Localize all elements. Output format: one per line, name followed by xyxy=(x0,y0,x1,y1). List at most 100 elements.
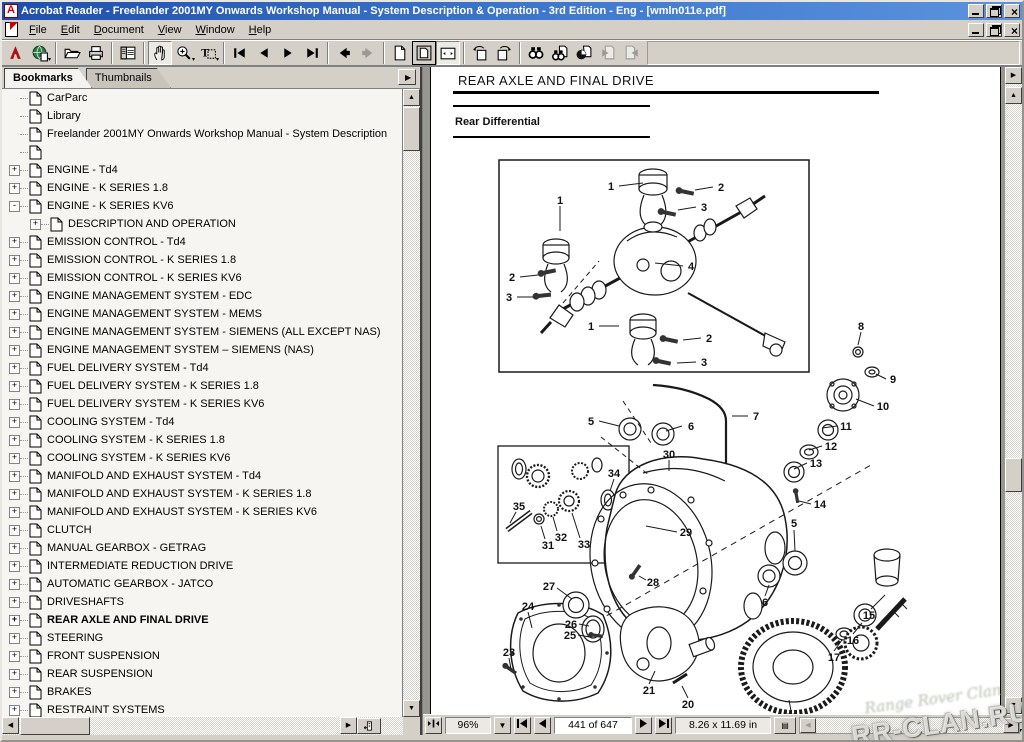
menu-edit[interactable]: Edit xyxy=(60,23,80,36)
status-next-page-icon[interactable] xyxy=(635,716,652,734)
expand-plus-icon[interactable]: + xyxy=(9,308,20,320)
bookmark-item[interactable]: +MANUAL GEARBOX - GETRAG xyxy=(2,539,402,557)
bookmark-item[interactable]: +FUEL DELIVERY SYSTEM - K SERIES 1.8 xyxy=(2,377,402,395)
status-last-page-icon[interactable] xyxy=(655,716,672,734)
bookmark-item[interactable]: +ENGINE MANAGEMENT SYSTEM - EDC xyxy=(2,287,402,305)
expand-plus-icon[interactable]: + xyxy=(9,182,20,194)
bookmark-item[interactable]: +EMISSION CONTROL - Td4 xyxy=(2,233,402,251)
expand-plus-icon[interactable]: + xyxy=(9,434,20,446)
title-bar[interactable]: Acrobat Reader - Freelander 2001MY Onwar… xyxy=(2,2,1022,20)
menu-view[interactable]: View xyxy=(157,23,182,36)
menu-document[interactable]: Document xyxy=(93,23,144,36)
tab-bookmarks[interactable]: Bookmarks xyxy=(4,68,92,88)
close-button[interactable] xyxy=(1004,4,1020,18)
adobe-reader-logo-icon[interactable] xyxy=(4,41,28,65)
scroll-down-icon[interactable]: ▼ xyxy=(403,700,420,717)
expand-plus-icon[interactable]: + xyxy=(9,380,20,392)
bookmark-item[interactable]: +DRIVESHAFTS xyxy=(2,593,402,611)
minimize-button[interactable] xyxy=(968,4,984,18)
bookmark-item[interactable]: +REAR SUSPENSION xyxy=(2,665,402,683)
restore-button[interactable] xyxy=(986,4,1002,18)
scroll-left-icon[interactable]: ◀ xyxy=(2,717,19,734)
doc-scroll-up-icon[interactable]: ▲ xyxy=(1005,87,1022,104)
find-icon[interactable] xyxy=(524,41,548,65)
scroll-right-icon[interactable]: ▶ xyxy=(340,717,357,734)
bookmark-item[interactable]: +FUEL DELIVERY SYSTEM - Td4 xyxy=(2,359,402,377)
menu-file[interactable]: File xyxy=(29,23,47,36)
tab-thumbnails[interactable]: Thumbnails xyxy=(86,68,171,88)
bookmark-item[interactable]: +DESCRIPTION AND OPERATION xyxy=(2,215,402,233)
expand-plus-icon[interactable]: + xyxy=(9,326,20,338)
expand-plus-icon[interactable]: + xyxy=(9,236,20,248)
expand-plus-icon[interactable]: + xyxy=(9,614,20,626)
bookmark-item[interactable]: Freelander 2001MY Onwards Workshop Manua… xyxy=(2,125,402,143)
bookmark-item[interactable]: +COOLING SYSTEM - K SERIES 1.8 xyxy=(2,431,402,449)
acrobat-online-icon[interactable]: ▾ xyxy=(28,41,52,65)
zoom-level[interactable]: 96% xyxy=(445,716,491,734)
collapse-minus-icon[interactable]: - xyxy=(9,200,20,212)
sidebar-scroll-thumb[interactable] xyxy=(403,107,420,151)
expand-plus-icon[interactable]: + xyxy=(9,416,20,428)
doc-scroll-down-icon[interactable]: ▼ xyxy=(1005,697,1022,714)
bookmark-item[interactable]: +RESTRAINT SYSTEMS xyxy=(2,701,402,717)
splitter-toggle-icon[interactable] xyxy=(425,716,442,734)
bookmark-item[interactable]: +BRAKES xyxy=(2,683,402,701)
expand-plus-icon[interactable]: + xyxy=(9,452,20,464)
bookmark-item[interactable]: +CLUTCH xyxy=(2,521,402,539)
next-page-icon[interactable] xyxy=(276,41,300,65)
doc-scroll-left-icon[interactable]: ◀ xyxy=(800,717,816,733)
search-results-icon[interactable] xyxy=(572,41,596,65)
bookmark-item[interactable]: +EMISSION CONTROL - K SERIES KV6 xyxy=(2,269,402,287)
expand-plus-icon[interactable]: + xyxy=(9,164,20,176)
zoom-tool-icon[interactable]: ▾ xyxy=(172,41,196,65)
doc-scroll-thumb[interactable] xyxy=(1005,458,1022,492)
bookmark-item[interactable]: +COOLING SYSTEM - K SERIES KV6 xyxy=(2,449,402,467)
expand-plus-icon[interactable]: + xyxy=(9,560,20,572)
bookmark-item[interactable]: +ENGINE - Td4 xyxy=(2,161,402,179)
previous-highlight-icon[interactable] xyxy=(596,41,620,65)
fit-width-icon[interactable] xyxy=(436,41,460,65)
expand-plus-icon[interactable]: + xyxy=(30,218,41,230)
expand-plus-icon[interactable]: + xyxy=(9,506,20,518)
expand-plus-icon[interactable]: + xyxy=(9,470,20,482)
menu-window[interactable]: Window xyxy=(195,23,235,36)
pane-arrow-right-button[interactable]: ▶ xyxy=(1005,67,1022,84)
fit-in-window-icon[interactable] xyxy=(412,41,436,65)
bookmark-item[interactable]: +MANIFOLD AND EXHAUST SYSTEM - K SERIES … xyxy=(2,485,402,503)
expand-plus-icon[interactable]: + xyxy=(9,632,20,644)
hand-tool-icon[interactable] xyxy=(148,41,172,65)
expand-plus-icon[interactable]: + xyxy=(9,254,20,266)
scroll-up-icon[interactable]: ▲ xyxy=(403,89,420,106)
next-highlight-icon[interactable] xyxy=(620,41,644,65)
rotate-view-left-icon[interactable] xyxy=(468,41,492,65)
expand-plus-icon[interactable]: + xyxy=(9,686,20,698)
pdf-document-icon[interactable] xyxy=(5,22,18,37)
expand-plus-icon[interactable]: + xyxy=(9,668,20,680)
nav-pane-menu-button[interactable] xyxy=(357,718,381,734)
bookmark-item[interactable] xyxy=(2,143,402,161)
doc-close-button[interactable] xyxy=(1004,22,1020,37)
previous-view-icon[interactable] xyxy=(332,41,356,65)
bookmark-item[interactable]: +MANIFOLD AND EXHAUST SYSTEM - Td4 xyxy=(2,467,402,485)
last-page-icon[interactable] xyxy=(300,41,324,65)
bookmark-item[interactable]: CarParc xyxy=(2,89,402,107)
expand-plus-icon[interactable]: + xyxy=(9,596,20,608)
expand-plus-icon[interactable]: + xyxy=(9,398,20,410)
bookmark-item[interactable]: +REAR AXLE AND FINAL DRIVE xyxy=(2,611,402,629)
previous-page-icon[interactable] xyxy=(252,41,276,65)
expand-plus-icon[interactable]: + xyxy=(9,542,20,554)
pane-splitter[interactable] xyxy=(420,67,423,735)
expand-plus-icon[interactable]: + xyxy=(9,650,20,662)
expand-plus-icon[interactable]: + xyxy=(9,344,20,356)
expand-plus-icon[interactable]: + xyxy=(9,290,20,302)
text-select-tool-icon[interactable]: T▾ xyxy=(201,46,219,63)
open-icon[interactable] xyxy=(60,41,84,65)
status-first-page-icon[interactable] xyxy=(514,716,531,734)
status-prev-page-icon[interactable] xyxy=(534,716,551,734)
bookmark-item[interactable]: +ENGINE MANAGEMENT SYSTEM – SIEMENS (NAS… xyxy=(2,341,402,359)
bookmark-item[interactable]: +COOLING SYSTEM - Td4 xyxy=(2,413,402,431)
bookmark-item[interactable]: +FRONT SUSPENSION xyxy=(2,647,402,665)
bookmark-item[interactable]: +AUTOMATIC GEARBOX - JATCO xyxy=(2,575,402,593)
bookmark-item[interactable]: +EMISSION CONTROL - K SERIES 1.8 xyxy=(2,251,402,269)
bookmark-item[interactable]: +INTERMEDIATE REDUCTION DRIVE xyxy=(2,557,402,575)
